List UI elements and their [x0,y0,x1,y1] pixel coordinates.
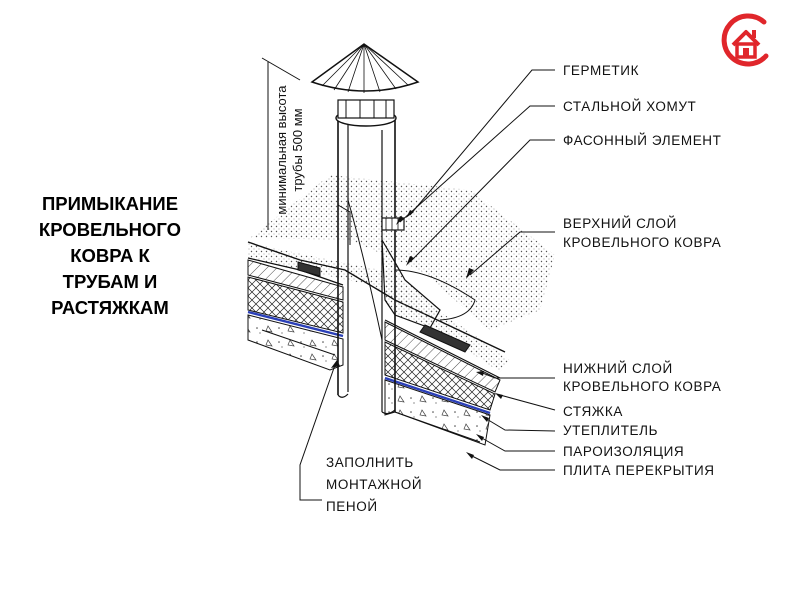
diagram-title: ПРИМЫКАНИЕ КРОВЕЛЬНОГО КОВРА К ТРУБАМ И … [12,191,208,321]
label-vapor-barrier: ПАРОИЗОЛЯЦИЯ [563,444,685,459]
roof-dotted-band [248,243,510,372]
shaped-flashing-element [381,239,441,329]
flashing-base [419,324,471,353]
label-steel-clamp: СТАЛЬНОЙ ХОМУТ [563,99,697,114]
leader-foam [299,364,336,501]
label-germetik: ГЕРМЕТИК [563,63,640,78]
clamp-detail [385,218,399,230]
screed-layer-right [384,321,501,393]
arrow-khomut [396,216,404,225]
vapor-barrier-line-right [384,376,491,415]
title-line: ПРИМЫКАНИЕ [41,193,179,214]
leader-uteplitel [484,417,556,432]
arrow-upper [466,268,474,279]
arrow-paroizol [476,434,484,441]
label-lower-layer-line2: КРОВЕЛЬНОГО КОВРА [563,379,722,394]
arrow-lower [476,371,484,376]
pipe-bottom-right [381,409,396,415]
label-floor-slab: ПЛИТА ПЕРЕКРЫТИЯ [563,463,715,478]
arrow-fason [406,256,414,266]
insulation-layer-right [384,341,496,411]
arrow-germetik [406,210,414,218]
arrow-foam [331,360,340,368]
roof-second-edge-right [384,319,501,379]
label-foam-line1: ЗАПОЛНИТЬ [326,455,414,470]
leader-plita [469,454,555,471]
leader-styazhka [499,394,556,411]
dimension-line [261,57,301,230]
screed-layer [247,259,344,301]
vapor-barrier-line [247,310,344,338]
label-shaped-element: ФАСОННЫЙ ЭЛЕМЕНТ [563,133,722,148]
title-line: КОВРА К [70,245,150,266]
insulation-layer [247,276,344,334]
label-foam-line3: ПЕНОЙ [326,499,378,514]
title-line: ТРУБАМ И [62,271,158,292]
label-upper-layer-line1: ВЕРХНИЙ СЛОЙ [563,216,677,231]
slab-layer [247,314,344,371]
label-insulation: УТЕПЛИТЕЛЬ [563,423,659,438]
label-upper-layer-line2: КРОВЕЛЬНОГО КОВРА [563,235,722,250]
title-line: КРОВЕЛЬНОГО [38,219,182,240]
leader-lines [299,69,556,501]
label-lower-layer-line1: НИЖНИЙ СЛОЙ [563,361,673,376]
arrow-uteplitel [481,415,489,422]
leader-germetik [409,69,555,216]
slab-layer-right [384,379,491,446]
leader-fason [409,139,555,263]
pipe-bottom [337,393,349,398]
leader-lower [479,371,555,379]
leader-paroizol [479,436,555,452]
pipe-inner [347,125,383,412]
house-in-circle-logo-icon [721,13,769,67]
label-foam-line2: МОНТАЖНОЙ [326,477,423,492]
arrow-styazhka [495,393,503,399]
cap-support-legs [345,100,387,118]
arrow-plita [466,452,474,459]
rain-cap-ribs [321,43,409,93]
title-line: РАСТЯЖКАМ [51,297,169,318]
slab-bottom-edge [261,329,481,443]
rain-cap-cone [310,43,420,92]
upper-roof-layer-texture [250,175,555,330]
cap-support [337,99,395,119]
pipe-sleeve-curve [347,199,383,341]
guy-tab-left [297,261,321,277]
leader-khomut [399,105,555,223]
flashing-skirt [394,269,476,321]
clamp-strap [337,204,351,245]
label-screed: СТЯЖКА [563,404,623,419]
leader-upper [469,231,555,276]
